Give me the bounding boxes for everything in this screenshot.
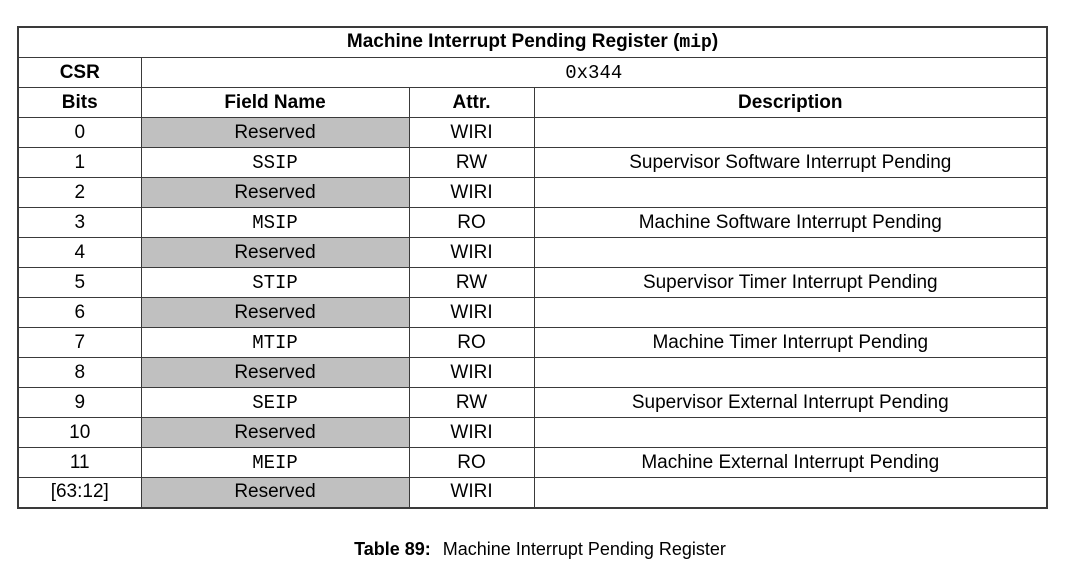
- register-table: Machine Interrupt Pending Register (mip)…: [17, 26, 1049, 509]
- cell-description: [533, 297, 1048, 328]
- cell-field-name: MSIP: [140, 207, 410, 238]
- cell-field-name: SEIP: [140, 387, 410, 418]
- column-header-field-name: Field Name: [140, 87, 410, 118]
- cell-field-name: MTIP: [140, 327, 410, 358]
- csr-address-row: CSR 0x344: [17, 57, 1048, 88]
- cell-bits: 9: [17, 387, 142, 418]
- cell-attr: RO: [408, 447, 535, 478]
- cell-bits: 7: [17, 327, 142, 358]
- column-header-attr: Attr.: [408, 87, 535, 118]
- cell-attr: WIRI: [408, 417, 535, 448]
- cell-field-name: Reserved: [140, 477, 410, 508]
- cell-description: Machine Software Interrupt Pending: [533, 207, 1048, 238]
- table-caption-label: Table 89:: [354, 539, 431, 559]
- cell-description: [533, 357, 1048, 388]
- cell-attr: WIRI: [408, 177, 535, 208]
- cell-attr: RW: [408, 387, 535, 418]
- cell-attr: WIRI: [408, 357, 535, 388]
- cell-field-name: SSIP: [140, 147, 410, 178]
- register-table-body: Machine Interrupt Pending Register (mip)…: [17, 26, 1048, 508]
- cell-description: [533, 177, 1048, 208]
- cell-description: Machine External Interrupt Pending: [533, 447, 1048, 478]
- cell-bits: 0: [17, 117, 142, 148]
- cell-field-name: Reserved: [140, 297, 410, 328]
- cell-description: Supervisor External Interrupt Pending: [533, 387, 1048, 418]
- cell-field-name: STIP: [140, 267, 410, 298]
- cell-field-name: Reserved: [140, 417, 410, 448]
- cell-field-name: Reserved: [140, 237, 410, 268]
- table-caption: Table 89: Machine Interrupt Pending Regis…: [0, 538, 1080, 560]
- table-caption-text: Machine Interrupt Pending Register: [442, 539, 726, 559]
- cell-attr: RW: [408, 267, 535, 298]
- cell-attr: RO: [408, 207, 535, 238]
- cell-attr: WIRI: [408, 297, 535, 328]
- cell-bits: 8: [17, 357, 142, 388]
- cell-bits: 6: [17, 297, 142, 328]
- csr-label-cell: CSR: [17, 57, 142, 88]
- cell-description: [533, 477, 1048, 508]
- register-title-suffix: ): [711, 31, 719, 52]
- column-header-bits: Bits: [17, 87, 142, 118]
- cell-field-name: Reserved: [140, 117, 410, 148]
- csr-value-cell: 0x344: [140, 57, 1048, 88]
- cell-bits: 3: [17, 207, 142, 238]
- register-title-prefix: Machine Interrupt Pending Register (: [346, 31, 680, 52]
- cell-bits: 1: [17, 147, 142, 178]
- register-title-cell: Machine Interrupt Pending Register (mip): [17, 26, 1048, 58]
- cell-bits: 10: [17, 417, 142, 448]
- cell-bits: 5: [17, 267, 142, 298]
- cell-description: Supervisor Timer Interrupt Pending: [533, 267, 1048, 298]
- cell-description: [533, 117, 1048, 148]
- register-title-mnemonic: mip: [679, 33, 712, 53]
- cell-bits: 11: [17, 447, 142, 478]
- cell-attr: WIRI: [408, 117, 535, 148]
- cell-bits: [63:12]: [17, 477, 142, 508]
- cell-description: [533, 237, 1048, 268]
- cell-description: [533, 417, 1048, 448]
- cell-attr: RO: [408, 327, 535, 358]
- column-header-description: Description: [533, 87, 1048, 118]
- cell-field-name: Reserved: [140, 357, 410, 388]
- cell-attr: WIRI: [408, 237, 535, 268]
- cell-attr: WIRI: [408, 477, 535, 508]
- cell-description: Supervisor Software Interrupt Pending: [533, 147, 1048, 178]
- cell-attr: RW: [408, 147, 535, 178]
- cell-field-name: MEIP: [140, 447, 410, 478]
- cell-bits: 2: [17, 177, 142, 208]
- cell-bits: 4: [17, 237, 142, 268]
- column-header-row: Bits Field Name Attr. Description: [17, 87, 1048, 118]
- table-title-row: Machine Interrupt Pending Register (mip): [17, 26, 1048, 58]
- cell-field-name: Reserved: [140, 177, 410, 208]
- cell-description: Machine Timer Interrupt Pending: [533, 327, 1048, 358]
